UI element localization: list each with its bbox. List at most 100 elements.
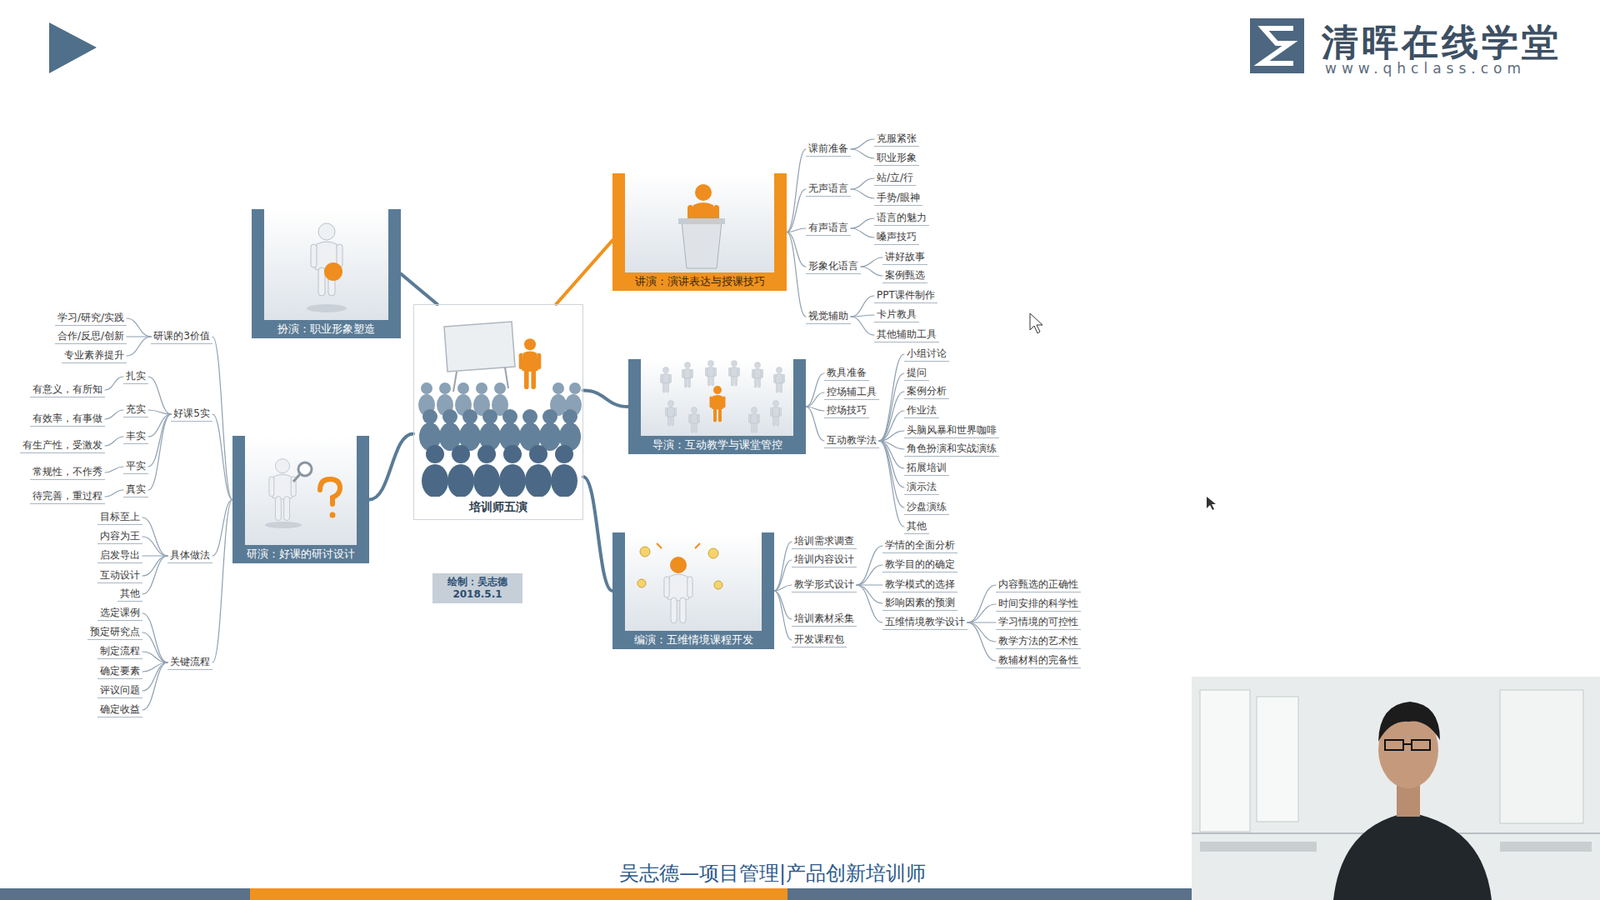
node-text: 语言的魅力 [876, 210, 927, 225]
node-text: 拓展培训 [906, 460, 947, 475]
branch-line [400, 274, 438, 305]
frame-illustration-part [310, 223, 343, 296]
node-text: 导演：互动教学与课堂管控 [628, 435, 806, 455]
topic-node: 教学目的的确定 [882, 557, 958, 573]
node-text: 研演：好课的研讨设计 [232, 545, 370, 564]
frame-illustration-part [637, 579, 646, 588]
frame-illustration-part [265, 521, 302, 529]
branch-line [583, 390, 629, 407]
center-illustration-part-part [447, 464, 475, 498]
branch-line [105, 436, 124, 446]
topic-node: 互动设计 [97, 568, 143, 584]
branch-line [786, 232, 806, 268]
node-text: 互动教学法 [826, 433, 877, 447]
frame-illustration-part [640, 546, 650, 557]
node-text: 作业法 [906, 403, 937, 417]
node-text: 制定流程 [100, 644, 140, 658]
frame-illustration-part [681, 221, 722, 269]
presenter-video-part [1385, 740, 1404, 750]
branch-image-box: 讲演：演讲表达与授课技巧 [612, 173, 787, 291]
topic-node: 其他 [117, 586, 143, 602]
mouse-cursor-part [1030, 313, 1043, 334]
branch-image-box: 研演：好课的研讨设计 [232, 435, 370, 564]
branch-line [967, 622, 996, 661]
caption: 吴志德—项目管理|产品创新培训师 [619, 860, 926, 887]
branch-line [860, 257, 883, 267]
node-text: 预定研究点 [90, 625, 140, 639]
branch-line [212, 500, 233, 557]
node-text: 小组讨论 [906, 346, 947, 360]
node-text: 扎实 [125, 369, 146, 383]
frame-illustration-part [625, 532, 762, 631]
node-text: 教辅材料的完备性 [998, 653, 1079, 667]
frame-illustration-part-part [688, 407, 700, 433]
presenter-video [1191, 676, 1600, 900]
presenter-video-part [1200, 690, 1250, 832]
frame-illustration-part [660, 360, 785, 433]
node-text: 待完善，重过程 [32, 489, 103, 503]
topic-node: 其他辅助工具 [874, 327, 940, 343]
mouse-cursor [1030, 313, 1216, 510]
presenter-video-part [1500, 841, 1592, 852]
branch-line [850, 149, 875, 159]
topic-node: 视觉辅助 [805, 309, 851, 325]
topic-node: 互动教学法 [824, 433, 880, 449]
node-text: 嗓声技巧 [876, 230, 917, 244]
topic-node: 卡片教具 [874, 307, 920, 323]
node-text: 学习/研究/实践 [57, 310, 125, 325]
center-illustration-part-part [569, 382, 581, 395]
node-text: 有生产性，受激发 [22, 438, 103, 452]
author-tag: 绘制：吴志德 2018.5.1 [432, 573, 523, 604]
branch-line [774, 560, 792, 591]
frame-illustration-part [670, 556, 687, 574]
center-illustration-part-part [421, 464, 449, 498]
node-text: 确定收益 [100, 702, 140, 716]
branch-line [105, 410, 124, 420]
topic-node: 充实 [123, 402, 149, 418]
topic-node: 教具准备 [824, 365, 870, 381]
topic-node: 丰实 [123, 429, 149, 445]
node-text: 平实 [125, 459, 146, 473]
topic-node: 其他 [904, 519, 930, 535]
node-text: 五维情境教学设计 [885, 615, 965, 629]
node-text: 充实 [125, 402, 146, 416]
branch-line [967, 604, 996, 623]
frame-illustration [640, 359, 794, 436]
node-text: 手势/眼神 [876, 190, 920, 205]
branch-line [105, 466, 124, 473]
frame-illustration-part-part [665, 400, 676, 426]
play-icon-part [49, 22, 97, 74]
branch-line [142, 555, 168, 576]
branch-line [967, 585, 996, 623]
topic-node: 具体做法 [167, 548, 213, 564]
branch-line [805, 406, 825, 441]
topic-node: 形象化语言 [805, 259, 861, 275]
presenter-video-part [1411, 740, 1430, 750]
topic-node: 学习/研究/实践 [55, 310, 127, 326]
frame-illustration [625, 173, 775, 273]
topic-node: 制定流程 [97, 644, 143, 660]
node-text: 时间安排的科学性 [998, 596, 1079, 610]
frame-illustration-part [324, 262, 343, 281]
node-text: 其他 [120, 586, 140, 600]
branch-line [142, 651, 168, 663]
topic-node: 关键流程 [167, 655, 213, 670]
frame-illustration-part [678, 218, 725, 225]
branch-line [142, 632, 168, 663]
topic-node: 好课5实 [170, 406, 213, 422]
frame-illustration-part [640, 359, 794, 436]
frame-illustration-part-part [751, 362, 763, 388]
node-text: 真实 [125, 482, 146, 496]
center-illustration-part-part [475, 382, 488, 395]
topic-node: 合作/反思/创新 [55, 329, 127, 345]
logo-icon-part [1261, 28, 1294, 64]
center-illustration-part-part [522, 409, 538, 425]
center-illustration-part-part [552, 382, 565, 395]
branch-line [774, 590, 792, 640]
node-text: 互动设计 [100, 568, 140, 582]
frame-illustration-part [293, 474, 300, 482]
branch-line [850, 315, 875, 317]
node-text: 控场技巧 [826, 403, 867, 417]
topic-node: 启发导出 [97, 548, 143, 564]
topic-node: 小组讨论 [904, 346, 950, 362]
